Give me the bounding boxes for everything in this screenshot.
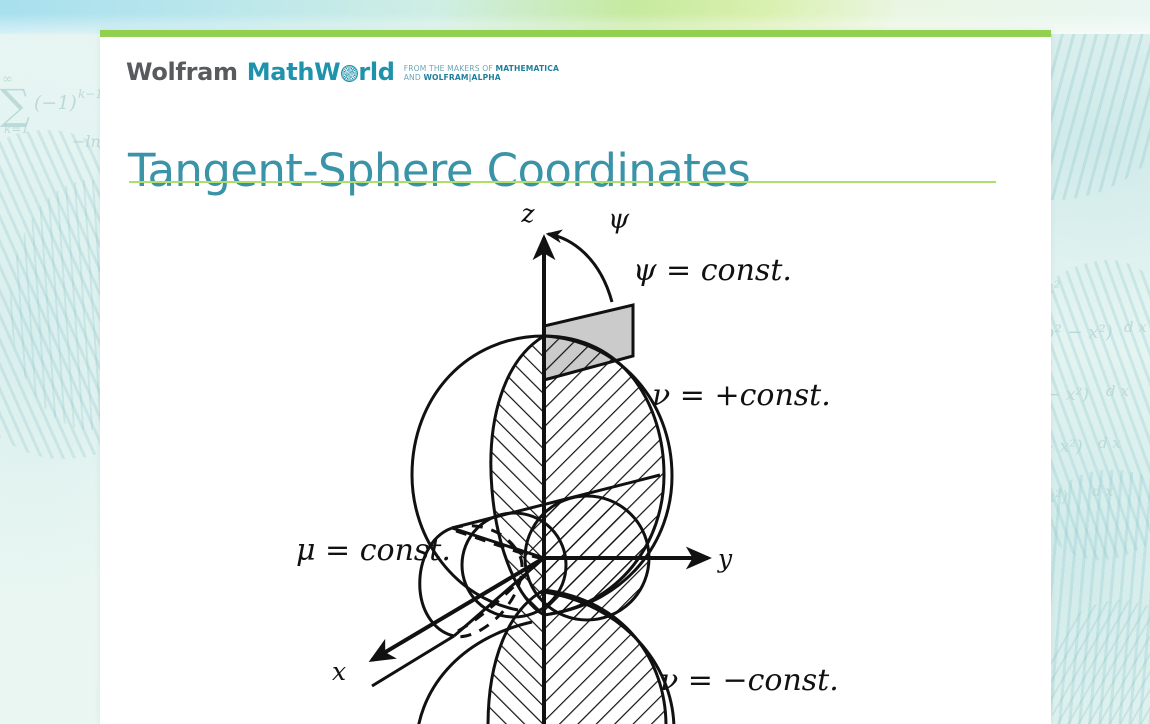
label-x-axis: x [332,657,346,686]
logo-wolfram-text: Wolfram [126,58,238,86]
logo-world-head: W [314,58,341,86]
logo-tagline-line1: FROM THE MAKERS OF MATHEMATICA [403,63,559,73]
title-underline-rule [129,181,996,183]
logo-math-text: Math [246,58,315,86]
psi-angle-arrow [545,229,614,303]
x-axis [368,556,546,662]
label-y-axis: y [717,544,733,573]
figure-svg: z ψ ψ = const. ν = +const. μ = const. y … [296,199,839,724]
logo-world-tail: rld [358,58,395,86]
label-nu-minus-const: ν = −const. [660,663,839,698]
logo-tagline-line2: AND WOLFRAM|ALPHA [403,73,501,82]
label-z-axis: z [520,199,535,228]
label-mu-const: μ = const. [296,533,451,568]
logo-tagline: FROM THE MAKERS OF MATHEMATICA AND WOLFR… [404,62,559,83]
card-top-accent-bar [100,30,1051,37]
page-title: Tangent-Sphere Coordinates [128,144,751,198]
coordinate-axes [368,234,712,724]
label-psi-const: ψ = const. [633,253,792,288]
mu-constant-cone [371,473,661,688]
decorative-top-band-fade [0,0,1150,34]
label-nu-plus-const: ν = +const. [652,378,831,413]
spikey-globe-icon [340,65,358,82]
label-psi-angle: ψ [608,204,630,235]
tangent-sphere-figure: z ψ ψ = const. ν = +const. μ = const. y … [100,190,1051,724]
